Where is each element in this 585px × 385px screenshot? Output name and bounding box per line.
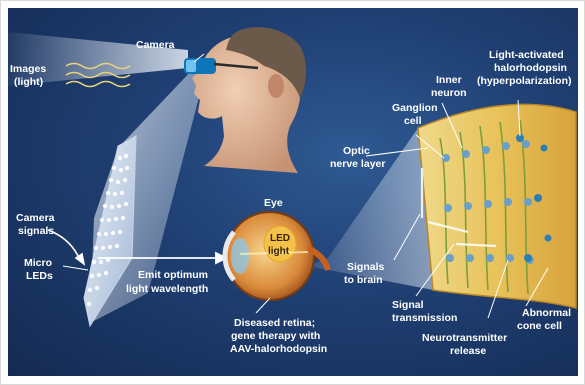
label-signals: Signals: [347, 261, 385, 273]
label-emit-1: Emit optimum: [138, 269, 208, 281]
label-eye: Eye: [264, 197, 283, 209]
label-diseased-2: gene therapy with: [231, 330, 320, 342]
label-leds: LEDs: [26, 270, 53, 282]
label-signal: Signal: [392, 299, 424, 311]
label-transmission: transmission: [392, 312, 457, 324]
label-hyperpolarization: (hyperpolarization): [477, 75, 572, 87]
label-emit-2: light wavelength: [126, 283, 208, 295]
diagram-svg: Images (light) Camera Camera signals Mic…: [8, 8, 578, 376]
label-light-activated: Light-activated: [489, 49, 564, 61]
label-camera: Camera: [136, 39, 175, 51]
label-diseased-1: Diseased retina;: [234, 317, 315, 329]
label-images: Images: [10, 63, 46, 75]
label-abnormal: Abnormal: [522, 307, 571, 319]
human-head-illustration: [192, 27, 306, 173]
label-led-light-1: LED: [270, 233, 290, 244]
label-halorhodopsin: halorhodopsin: [494, 62, 567, 74]
label-camera-signals-2: signals: [18, 225, 54, 237]
label-cone-cell: cone cell: [517, 320, 562, 332]
label-inner: Inner: [436, 74, 462, 86]
label-led-light-2: light: [268, 246, 290, 257]
retina-layer-detail: [418, 104, 576, 308]
retina-prosthesis-diagram: Images (light) Camera Camera signals Mic…: [8, 8, 578, 376]
label-images-light: (light): [14, 76, 43, 88]
label-to-brain: to brain: [344, 274, 383, 286]
label-neuron: neuron: [431, 87, 467, 99]
label-nerve-layer: nerve layer: [330, 158, 385, 170]
label-optic: Optic: [343, 145, 370, 157]
label-ganglion: Ganglion: [392, 102, 438, 114]
label-ganglion-cell: cell: [404, 115, 422, 127]
label-micro: Micro: [24, 257, 52, 269]
label-release: release: [450, 345, 486, 357]
label-camera-signals-1: Camera: [16, 212, 55, 224]
label-diseased-3: AAV-halorhodopsin: [230, 343, 327, 355]
label-neurotransmitter: Neurotransmitter: [422, 332, 507, 344]
